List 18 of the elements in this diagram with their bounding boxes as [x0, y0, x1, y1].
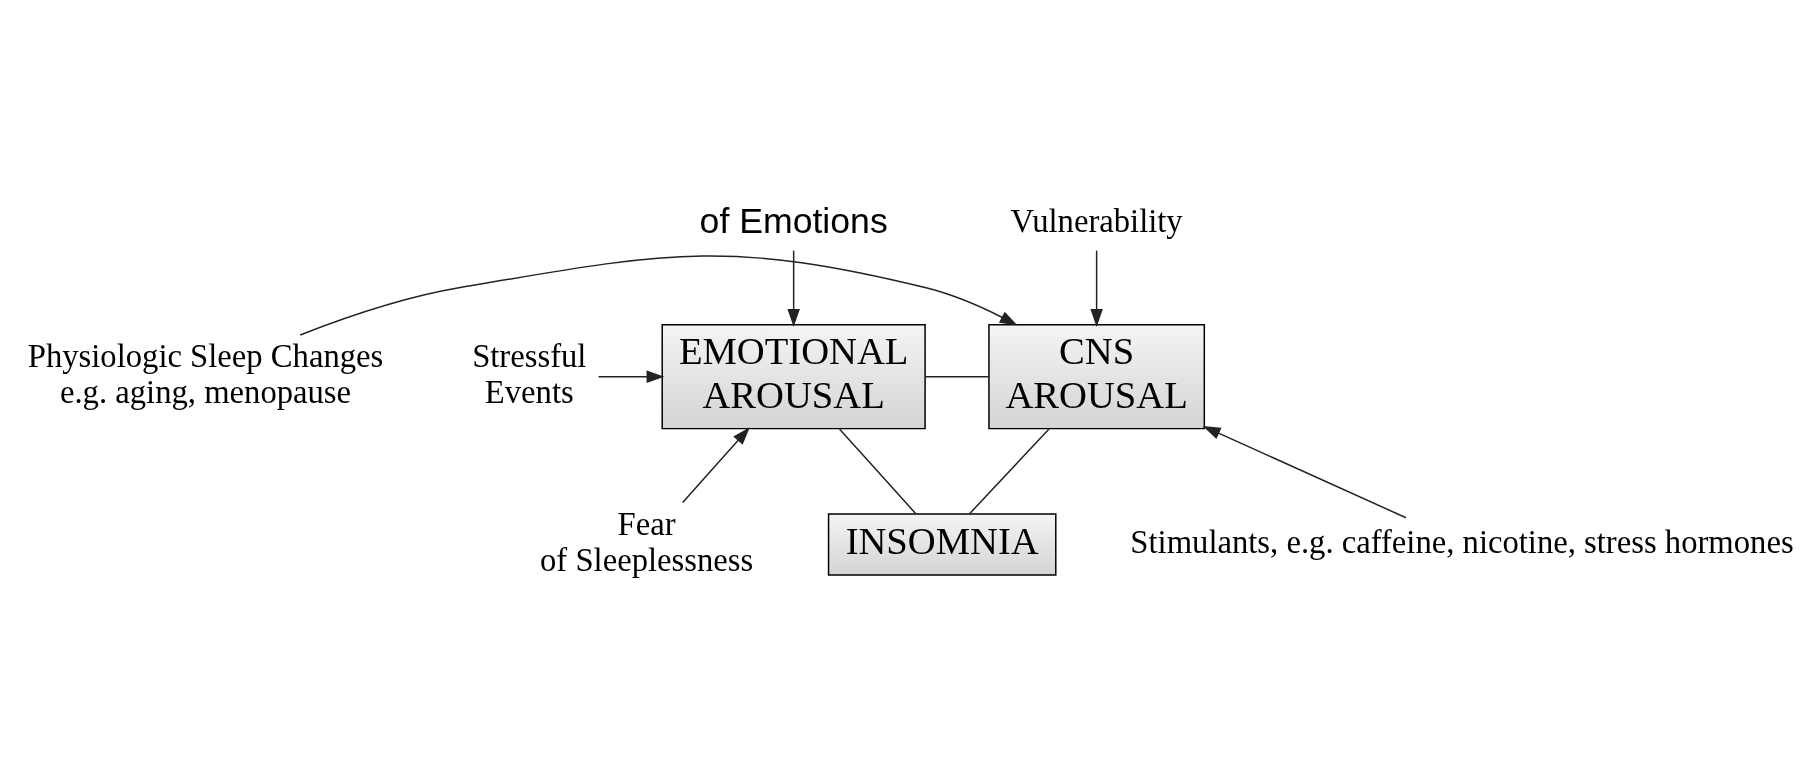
node-box: EMOTIONAL AROUSAL — [661, 323, 926, 430]
arrow — [681, 427, 750, 504]
node-text: Physiologic Sleep Changes e.g. aging, menopause — [27, 338, 384, 410]
node-box: INSOMNIA — [827, 513, 1057, 576]
node-text: Fear of Sleeplessness — [540, 505, 754, 578]
connector — [838, 428, 917, 515]
arrow — [299, 255, 1018, 336]
arrow — [597, 370, 665, 383]
node-box: CNS AROUSAL — [988, 323, 1206, 430]
node-text: Stimulants, e.g. caffeine, nicotine, stress hormones — [1130, 523, 1794, 560]
arrow — [1202, 426, 1407, 519]
arrow — [787, 249, 800, 327]
node-text: of Emotions — [699, 200, 888, 241]
connector — [924, 375, 990, 378]
connector — [968, 428, 1050, 515]
node-text: Vulnerability — [1010, 202, 1183, 239]
arrow — [1090, 249, 1103, 327]
node-text: Stressful Events — [472, 338, 587, 410]
